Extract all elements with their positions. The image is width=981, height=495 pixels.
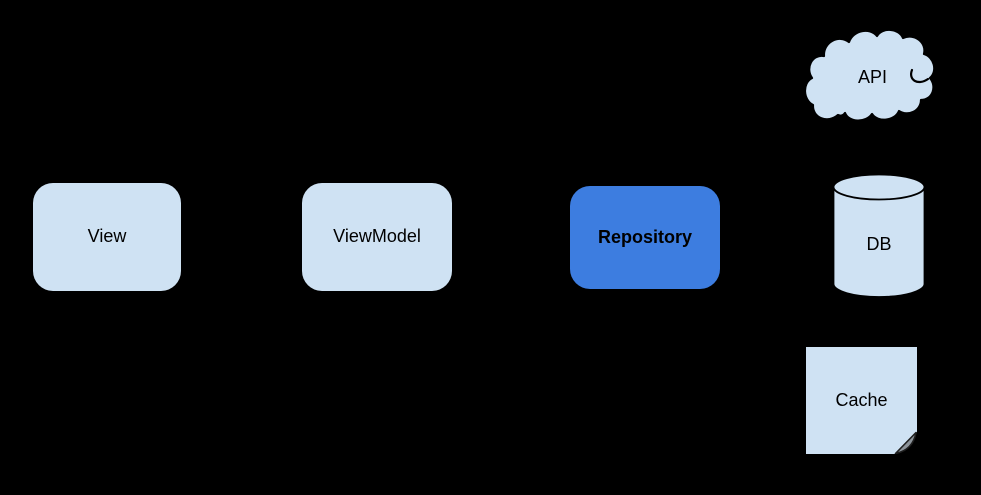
node-view: View [33,183,181,291]
node-api: API [804,23,941,133]
node-db: DB [832,173,926,299]
node-repository-label: Repository [597,226,693,247]
node-api-label: API [857,67,887,88]
cloud-outline [804,28,936,122]
note-body [806,347,917,454]
cylinder-top-edge [832,186,926,201]
node-cache-label: Cache [835,389,888,410]
node-db-label: DB [866,234,892,255]
note-fold-corner [894,431,917,454]
node-viewmodel-label: ViewModel [333,226,421,247]
cloud-curl-detail [910,68,930,84]
node-view-label: View [87,226,127,247]
node-viewmodel: ViewModel [302,183,452,291]
cylinder-body [832,173,926,298]
node-cache: Cache [806,347,917,454]
database-cylinder-icon [832,173,926,298]
cloud-icon [804,28,936,122]
folded-note-icon [806,347,917,454]
node-repository: Repository [570,186,720,289]
